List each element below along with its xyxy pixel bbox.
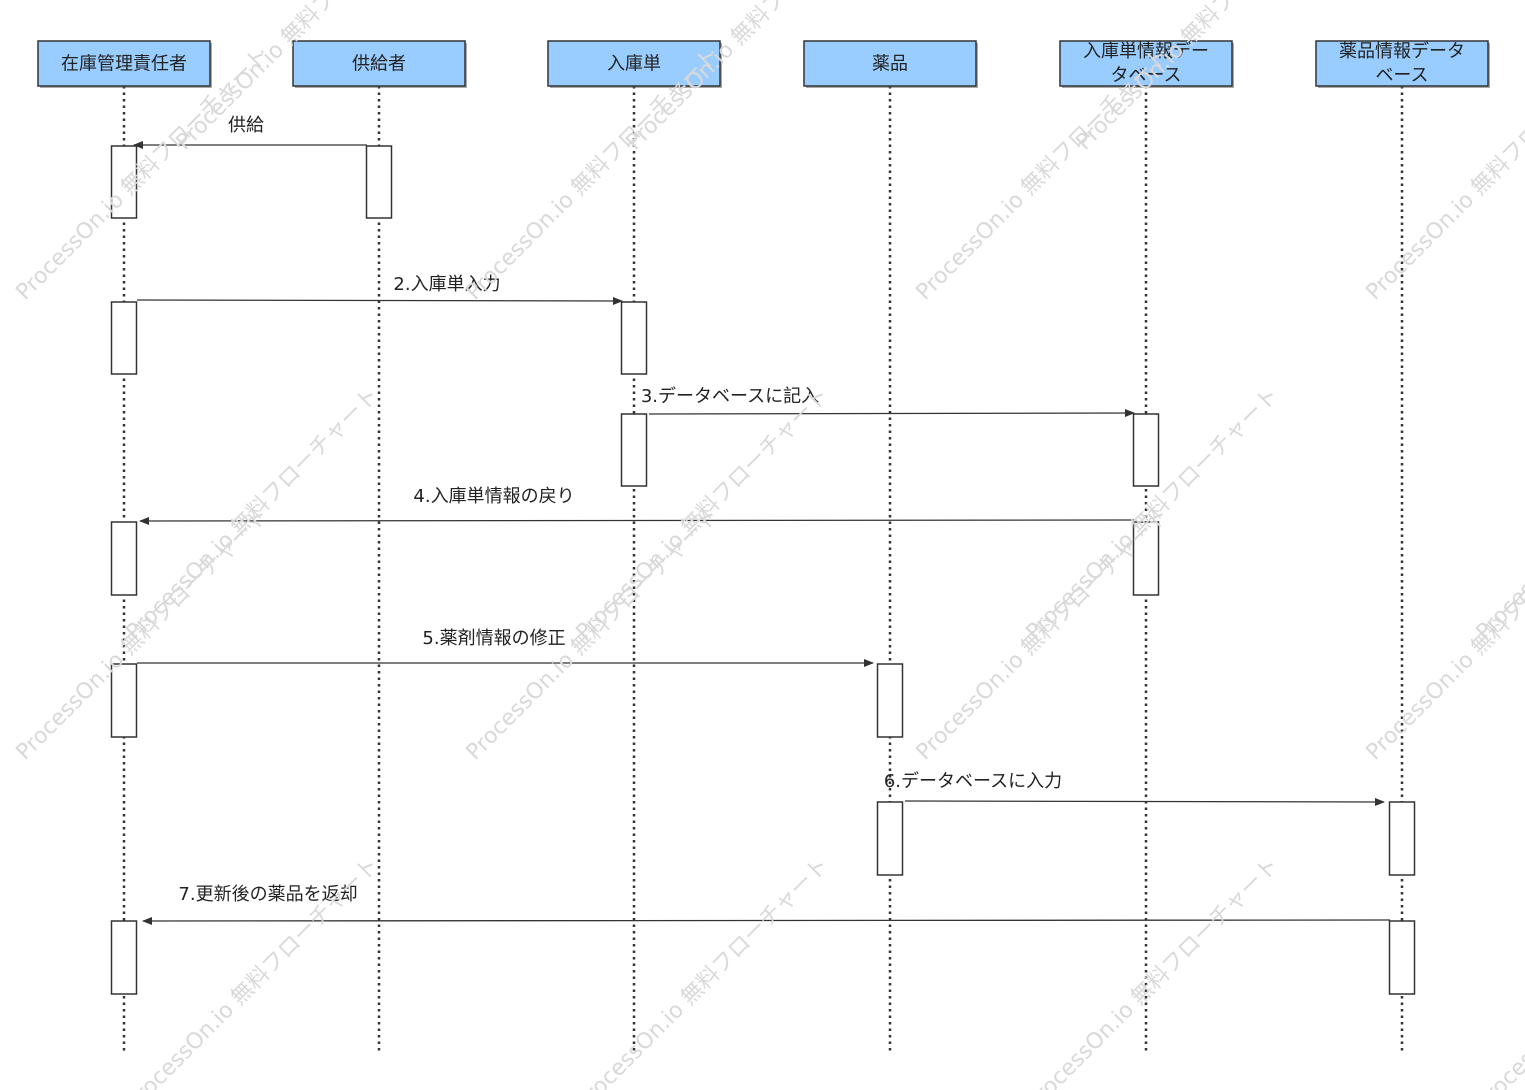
activation-bar — [110, 521, 138, 596]
activation-bar — [365, 145, 393, 219]
activation-bar — [1388, 801, 1416, 876]
activation-bar — [1132, 521, 1160, 596]
activation-bar — [110, 920, 138, 995]
message-arrow — [904, 797, 1385, 806]
message-label: 供給 — [228, 115, 264, 136]
activation-bar — [1132, 413, 1160, 487]
message-label: 2.入庫単入力 — [393, 274, 500, 295]
activation-bar — [110, 145, 138, 219]
message[interactable]: 6.データベースに入力 — [884, 771, 1385, 806]
message-arrow — [139, 516, 1135, 525]
activation-bar — [876, 801, 904, 876]
message-arrow — [142, 916, 1391, 925]
message-label: 6.データベースに入力 — [884, 771, 1062, 792]
message-label: 3.データベースに記入 — [641, 386, 819, 407]
message[interactable]: 3.データベースに記入 — [641, 386, 1135, 418]
participant-label: 薬品 — [872, 54, 908, 75]
activation-bar — [110, 663, 138, 738]
participant-box[interactable]: 入庫単 — [547, 40, 722, 88]
message-arrow — [136, 296, 623, 305]
participant-label: 在庫管理責任者 — [61, 54, 187, 75]
activation-bar — [620, 301, 648, 375]
participant-label: 入庫単情報デー — [1083, 41, 1209, 62]
participant-box[interactable]: 薬品 — [803, 40, 978, 88]
message-label: 7.更新後の薬品を返却 — [178, 884, 357, 905]
message-label: 4.入庫単情報の戻り — [413, 486, 574, 507]
participant-label: 供給者 — [352, 54, 406, 75]
participant-label: 薬品情報データ — [1339, 41, 1465, 62]
message[interactable]: 7.更新後の薬品を返却 — [142, 884, 1391, 925]
messages: 供給 2.入庫単入力 3.データベースに記入 4.入庫単情報の戻り 5.薬剤情報の修正 6… — [133, 115, 1391, 925]
message[interactable]: 2.入庫単入力 — [136, 274, 623, 305]
activation-bar — [620, 413, 648, 487]
participant-label: ベース — [1375, 65, 1428, 86]
message[interactable]: 供給 — [133, 115, 367, 149]
message[interactable]: 4.入庫単情報の戻り — [139, 486, 1135, 525]
message-label: 5.薬剤情報の修正 — [422, 628, 565, 649]
message-arrow — [648, 409, 1135, 418]
activation-bars — [110, 145, 1416, 995]
participant-label: タベース — [1110, 65, 1181, 86]
participant-label: 入庫単 — [607, 54, 661, 75]
participant-box[interactable]: 供給者 — [292, 40, 467, 88]
activation-bar — [110, 301, 138, 375]
activation-bar — [876, 663, 904, 738]
participant-box[interactable]: 在庫管理責任者 — [37, 40, 212, 88]
message[interactable]: 5.薬剤情報の修正 — [137, 628, 874, 667]
lifelines — [122, 86, 1404, 1052]
activation-bar — [1388, 920, 1416, 995]
